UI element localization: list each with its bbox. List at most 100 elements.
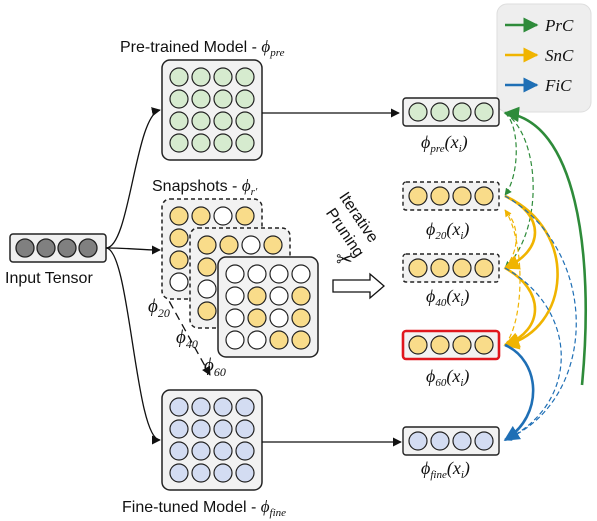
output-60-neuron xyxy=(452,335,472,355)
snapshot-20-label: ϕ20 xyxy=(148,296,170,320)
output-pre-neuron xyxy=(408,102,428,122)
output-fine-frame xyxy=(402,426,500,456)
prc-arc-solid xyxy=(503,106,587,386)
snapshot-40-neuron xyxy=(263,235,283,255)
snapshot-20-neuron xyxy=(169,250,189,270)
snapshot-20-neuron xyxy=(191,206,211,226)
pretrained-model-grid xyxy=(161,59,263,161)
output-fine-neuron xyxy=(474,431,494,451)
input-tensor xyxy=(9,233,107,263)
snapshot-20-neuron xyxy=(169,206,189,226)
legend-box xyxy=(496,3,592,113)
output-pre-neuron xyxy=(452,102,472,122)
pretrained-neuron xyxy=(169,89,189,109)
snapshot-60-neuron xyxy=(247,330,267,350)
snapshot-60-neuron xyxy=(269,264,289,284)
finetuned-neuron xyxy=(169,419,189,439)
output-20-neuron xyxy=(408,186,428,206)
pretrained-frame xyxy=(161,59,263,161)
finetuned-neuron xyxy=(169,441,189,461)
output-labels: ϕpre(xi) ϕ20(xi) ϕ40(xi) ϕ60(xi) ϕfine(x… xyxy=(421,132,470,481)
pretrained-neuron xyxy=(235,133,255,153)
input-arrows xyxy=(105,107,161,445)
output-40-frame xyxy=(402,253,500,283)
arrow-to-snapshots xyxy=(105,245,161,255)
pretrained-neuron xyxy=(191,89,211,109)
output-label-60: ϕ60(xi) xyxy=(426,366,469,389)
snapshots-title: Snapshots - ϕr′ xyxy=(152,176,258,198)
finetuned-neuron xyxy=(169,463,189,483)
pretrained-neuron xyxy=(191,111,211,131)
snc-arc-dashed-a xyxy=(504,209,521,346)
output-fine-neuron xyxy=(408,431,428,451)
finetuned-neuron xyxy=(213,397,233,417)
output-vectors xyxy=(401,97,501,456)
legend-snc-label: SnC xyxy=(545,46,574,65)
scissors-icon: ✂ xyxy=(336,247,353,271)
snapshot-40-neuron xyxy=(197,279,217,299)
output-20-frame xyxy=(402,181,500,211)
output-pre-neuron xyxy=(474,102,494,122)
finetuned-neuron xyxy=(191,441,211,461)
finetuned-frame xyxy=(161,389,263,491)
input-tensor-label: Input Tensor xyxy=(5,270,93,287)
snc-arc-20-40 xyxy=(503,194,537,270)
finetuned-title: Fine-tuned Model - ϕfine xyxy=(122,497,286,519)
pretrained-neuron xyxy=(213,133,233,153)
output-label-40: ϕ40(xi) xyxy=(426,286,469,309)
pretrained-neuron xyxy=(169,111,189,131)
output-label-20: ϕ20(xi) xyxy=(426,219,469,242)
pretrained-neuron xyxy=(235,111,255,131)
pretrained-title: Pre-trained Model - ϕpre xyxy=(120,37,285,59)
snc-arc-40-60 xyxy=(503,266,537,348)
snapshot-60-neuron xyxy=(291,330,311,350)
snapshot-40-neuron xyxy=(219,235,239,255)
pruning-hollow-arrow xyxy=(332,272,385,300)
finetuned-neuron xyxy=(191,463,211,483)
finetuned-neuron xyxy=(213,463,233,483)
snapshot-60-neuron xyxy=(291,308,311,328)
snc-arc-20-60 xyxy=(503,194,559,350)
snapshot-60-neuron xyxy=(225,308,245,328)
snc-arc-dashed-b xyxy=(504,209,517,269)
snapshot-60-neuron xyxy=(247,286,267,306)
pretrained-neuron xyxy=(191,133,211,153)
finetuned-neuron xyxy=(191,397,211,417)
output-40-neuron xyxy=(430,258,450,278)
output-label-fine: ϕfine(xi) xyxy=(421,458,470,481)
snapshot-60-neuron xyxy=(269,286,289,306)
prc-arc-40 xyxy=(504,112,534,269)
pretrained-neuron xyxy=(191,67,211,87)
snapshot-60-neuron xyxy=(291,264,311,284)
prc-arc-20 xyxy=(504,112,517,196)
snapshot-40-neuron xyxy=(197,235,217,255)
pretrained-neuron xyxy=(213,89,233,109)
snapshot-60-label: ϕ60 xyxy=(204,355,226,379)
snapshot-60-neuron xyxy=(247,264,267,284)
output-60-frame xyxy=(401,329,501,361)
finetuned-neuron xyxy=(235,419,255,439)
legend-prc-label: PrC xyxy=(544,16,574,35)
output-fine-neuron xyxy=(430,431,450,451)
output-60-neuron xyxy=(474,335,494,355)
output-60-neuron xyxy=(408,335,428,355)
output-pre-neuron xyxy=(430,102,450,122)
output-40-neuron xyxy=(408,258,428,278)
snapshot-60-neuron xyxy=(269,308,289,328)
snapshot-40-neuron xyxy=(197,301,217,321)
output-60-neuron xyxy=(430,335,450,355)
similarity-arcs xyxy=(503,106,587,442)
snapshot-60-neuron xyxy=(225,330,245,350)
finetuned-neuron xyxy=(235,463,255,483)
arrow-to-pretrained xyxy=(105,107,161,249)
snapshot-40-neuron xyxy=(197,257,217,277)
snapshot-40-neuron xyxy=(241,235,261,255)
finetuned-neuron xyxy=(213,441,233,461)
pretrained-neuron xyxy=(235,67,255,87)
fic-arc-20 xyxy=(504,195,577,441)
finetuned-model-grid xyxy=(161,389,263,491)
snapshot-60-frame xyxy=(217,256,319,358)
snapshot-60-neuron xyxy=(291,286,311,306)
output-pre-frame xyxy=(402,97,500,127)
